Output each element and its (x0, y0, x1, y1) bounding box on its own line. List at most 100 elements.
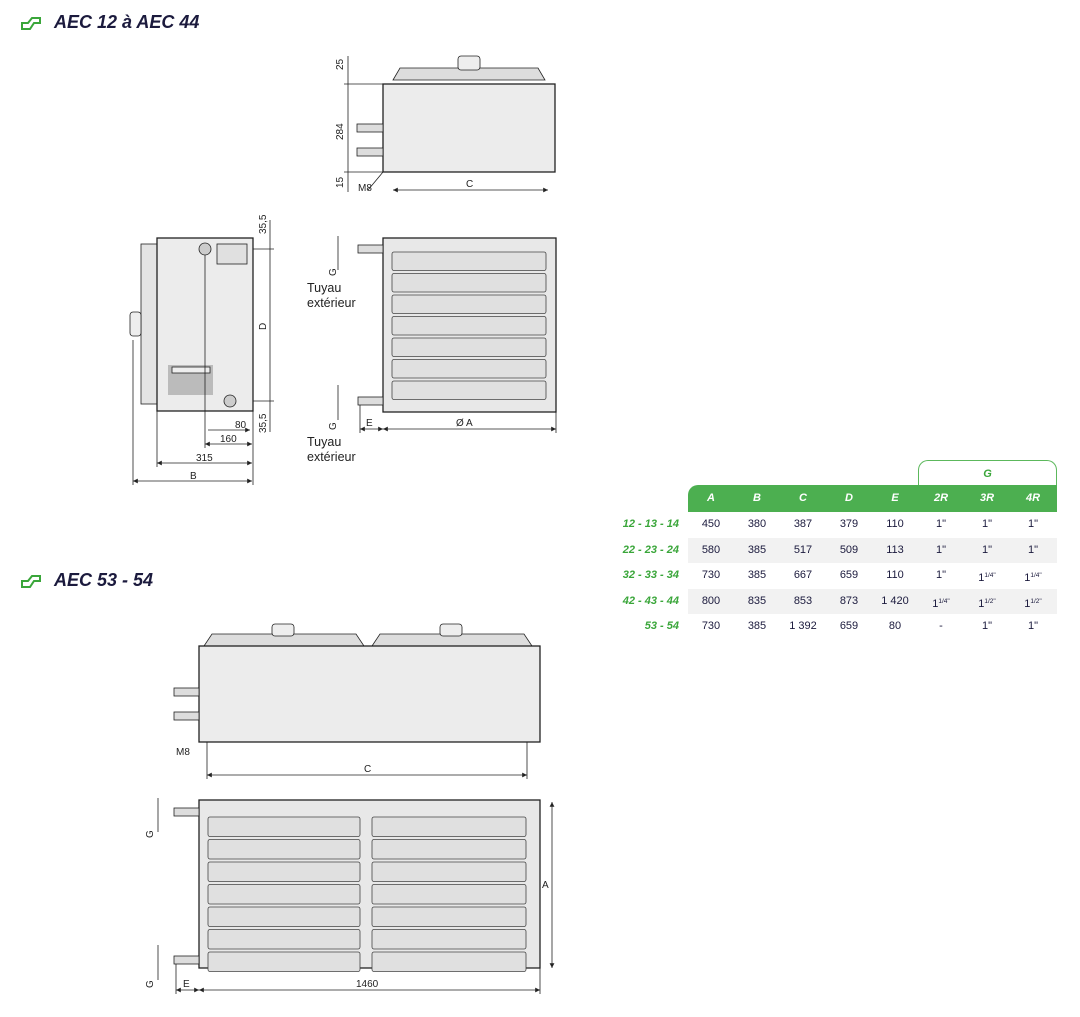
table-cell: 800 (688, 589, 734, 615)
column-header-b: B (753, 492, 761, 504)
column-header-d: D (845, 492, 853, 504)
louver-blade (391, 251, 547, 271)
pipe-note-bottom-1: Tuyau (307, 435, 341, 449)
cell-value: 1" (935, 518, 947, 530)
cell-fraction: 1/2" (1030, 597, 1042, 605)
cell-value: 659 (839, 620, 859, 632)
cell-value: 1" (1027, 620, 1039, 632)
cell-value: 385 (747, 543, 767, 556)
cell-value: 1 392 (789, 620, 817, 632)
table-cell: 517 (780, 538, 826, 564)
dim-284: 284 (335, 123, 346, 140)
row-model-label: 22 - 23 - 24 (622, 543, 679, 556)
dim-d: D (258, 323, 269, 330)
cell-value: 1 (1024, 597, 1031, 610)
section-title-aec-12-44: AEC 12 à AEC 44 (20, 12, 199, 33)
pipe-g-top: G (328, 268, 339, 276)
table-cell: 509 (826, 538, 872, 564)
cell-value: 380 (747, 518, 767, 530)
table-cell: 730 (688, 563, 734, 589)
table-cell: 110 (872, 563, 918, 589)
cell-value: 1 (978, 572, 985, 584)
table-cell: 11/4" (918, 589, 964, 618)
table-cell: 1" (964, 614, 1010, 640)
louver-blade (207, 951, 361, 972)
cell-value: 659 (839, 569, 859, 581)
louver-blade (371, 839, 527, 860)
cell-value: 385 (747, 620, 767, 632)
table-cell: 1" (1010, 512, 1056, 538)
cell-value: 80 (888, 620, 902, 632)
table-cell: 11/2" (964, 589, 1010, 618)
brand-wave-icon (21, 574, 41, 588)
table-cell: 1" (1010, 538, 1056, 564)
cell-value: 1" (981, 518, 993, 530)
bolt-m8-label: M8 (176, 747, 190, 758)
cell-value: 387 (793, 518, 813, 530)
column-header-2r: 2R (933, 492, 949, 504)
dim-25: 25 (335, 58, 346, 70)
cell-value: 1 (1024, 572, 1031, 584)
table-cell: 1" (964, 512, 1010, 538)
aec12-front-view (344, 55, 556, 193)
cell-value: 509 (839, 543, 859, 556)
louver-blade (207, 816, 361, 837)
cell-value: 853 (793, 594, 813, 607)
dim-160: 160 (220, 434, 237, 445)
row-model-label: 12 - 13 - 14 (622, 518, 679, 530)
dim-35-5-bottom: 35,5 (258, 413, 269, 433)
table-cell: 659 (826, 614, 872, 640)
cell-value: 730 (701, 620, 721, 632)
cell-value: - (939, 620, 943, 632)
cell-value: 1" (1027, 518, 1039, 530)
dim-e: E (183, 979, 190, 990)
pipe-g-top: G (145, 830, 156, 838)
cell-fraction: 1/4" (938, 597, 950, 605)
dim-15: 15 (335, 176, 346, 188)
cell-value: 1 (932, 597, 939, 610)
bolt-m8-label: M8 (358, 183, 372, 194)
cell-fraction: 1/4" (984, 572, 996, 579)
cell-value: 873 (839, 594, 859, 607)
group-header-g: G (918, 460, 1057, 487)
column-header-e: E (891, 492, 899, 504)
table-cell: 110 (872, 512, 918, 538)
pipe-g-bottom: G (145, 980, 156, 988)
louver-blade (371, 816, 527, 837)
cell-value: 113 (886, 543, 904, 556)
louver-blade (371, 951, 527, 972)
dim-a: A (542, 880, 549, 891)
pipe-g-bottom: G (328, 422, 339, 430)
louver-blade (391, 359, 547, 379)
dim-80: 80 (235, 420, 247, 431)
section-title-text: AEC 12 à AEC 44 (54, 12, 200, 32)
dim-diameter-a: Ø A (456, 418, 473, 429)
column-header-c: C (799, 492, 807, 504)
table-cell: 580 (688, 538, 734, 564)
table-cell: 113 (872, 538, 918, 564)
louver-blade (207, 861, 361, 882)
table-cell: 385 (734, 563, 780, 589)
cell-value: 667 (793, 569, 813, 581)
cell-value: 450 (701, 518, 721, 530)
section-title-aec-53-54: AEC 53 - 54 (20, 570, 153, 591)
louver-blade (391, 337, 547, 357)
cell-value: 385 (747, 569, 767, 581)
table-cell: 1" (964, 538, 1010, 564)
cell-value: 1" (935, 569, 947, 581)
table-cell: 1 392 (780, 614, 826, 640)
table-cell: 379 (826, 512, 872, 538)
louver-blade (207, 839, 361, 860)
cell-value: 110 (886, 569, 904, 581)
cell-value: 1" (981, 620, 993, 632)
table-cell: 11/4" (964, 563, 1010, 592)
cell-value: 730 (701, 569, 721, 581)
table-cell: 1" (918, 563, 964, 589)
aec53-front-view (173, 623, 541, 779)
cell-fraction: 1/4" (1030, 572, 1042, 579)
